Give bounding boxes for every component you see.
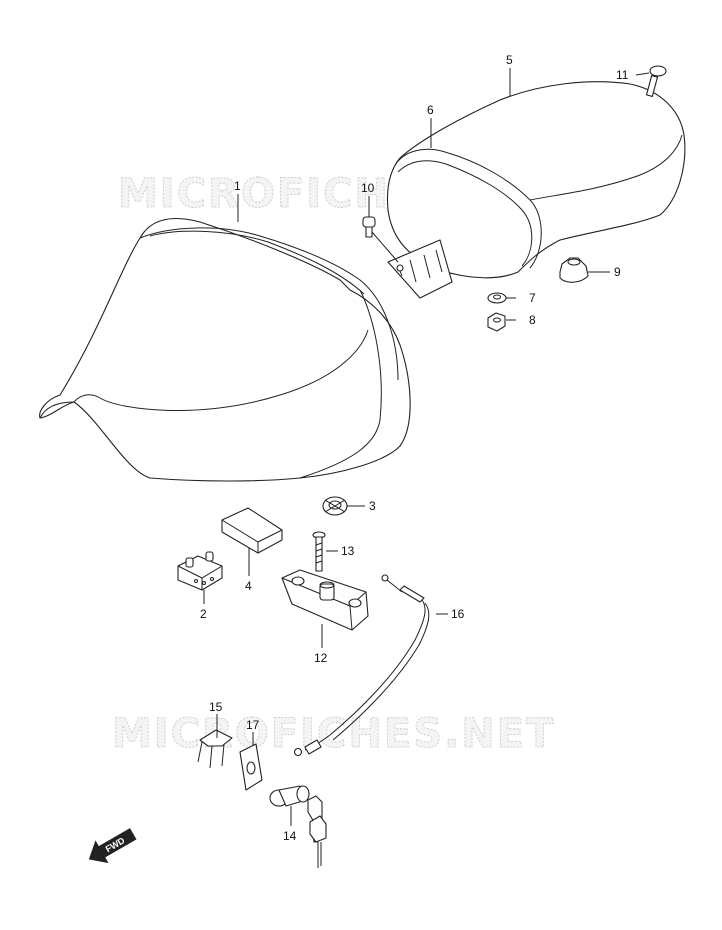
screw-13-part	[312, 531, 326, 572]
callout-9: 9	[614, 265, 621, 279]
buffer-2-part	[177, 551, 223, 591]
callout-2: 2	[200, 607, 207, 621]
rear-seat-part	[386, 81, 686, 299]
callout-3: 3	[369, 499, 376, 513]
clip-15-part	[197, 729, 233, 769]
callout-10: 10	[361, 181, 375, 195]
callout-4: 4	[245, 579, 252, 593]
callout-12: 12	[314, 651, 328, 665]
watermark-bottom: MICROFICHES.NET	[112, 711, 555, 757]
callout-13: 13	[341, 544, 355, 558]
callout-7: 7	[529, 291, 536, 305]
callout-6: 6	[427, 103, 434, 117]
callout-5: 5	[506, 53, 513, 67]
forward-direction-arrow-icon: FWD	[88, 828, 137, 864]
callout-15: 15	[209, 700, 223, 714]
washer-7-part	[487, 292, 507, 304]
callout-8: 8	[529, 313, 536, 327]
callout-1: 1	[234, 179, 241, 193]
pad-4-part	[221, 507, 283, 554]
cable-16-part	[293, 574, 430, 757]
nut-8-part	[487, 312, 506, 332]
front-seat-part	[39, 218, 411, 482]
leader-lines	[203, 68, 650, 826]
grommet-3-part	[322, 496, 348, 516]
lock-14-part	[269, 785, 327, 868]
callout-14: 14	[283, 829, 297, 843]
screw-11-part	[645, 65, 667, 97]
retainer-17-part	[239, 743, 263, 791]
callout-17: 17	[246, 718, 260, 732]
callout-11: 11	[616, 68, 629, 82]
callout-16: 16	[451, 607, 465, 621]
cushion-9-part	[559, 257, 589, 283]
latch-12-part	[281, 569, 369, 631]
